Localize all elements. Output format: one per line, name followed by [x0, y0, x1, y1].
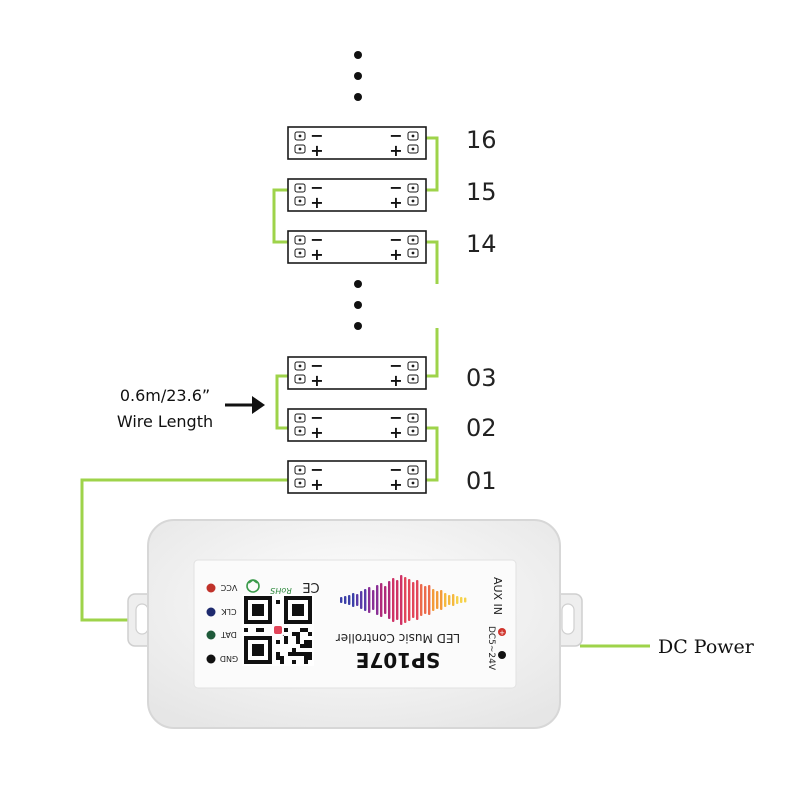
minus-sign: − [310, 408, 323, 427]
minus-sign: − [310, 126, 323, 145]
aux-in-label: AUX IN [491, 577, 504, 615]
plus-sign: + [310, 423, 323, 442]
minus-sign: − [310, 178, 323, 197]
minus-sign: − [389, 356, 402, 375]
led-module-stack: −+−+−+−+−+−+−+−+−+−+−+−+ [287, 126, 427, 494]
plus-sign: + [389, 475, 402, 494]
plus-sign: + [310, 371, 323, 390]
module-number-label: 15 [466, 178, 497, 206]
pin-list: VCC CLK DAT GND [206, 583, 238, 664]
plus-sign: + [389, 371, 402, 390]
svg-text:+: + [499, 629, 505, 637]
minus-sign: − [310, 230, 323, 249]
ce-mark: CE [302, 579, 319, 594]
led-module-03: −+−+ [287, 356, 427, 390]
minus-sign: − [389, 178, 402, 197]
controller-model: SP107E [356, 648, 440, 672]
led-module-15: −+−+ [287, 178, 427, 212]
plus-sign: + [389, 245, 402, 264]
wire-length-line1: 0.6m/23.6” [120, 386, 210, 405]
ellipsis-dots-icon [354, 51, 362, 101]
module-number-label: 14 [466, 230, 497, 258]
minus-sign: − [310, 356, 323, 375]
wire-15-14 [272, 188, 297, 244]
power-positive-dot [498, 628, 506, 636]
module-number-label: 02 [466, 414, 497, 442]
soundwave-icon [340, 575, 467, 625]
minus-sign: − [310, 460, 323, 479]
minus-sign: − [389, 460, 402, 479]
svg-text:CLK: CLK [221, 607, 237, 616]
recycle-icon [246, 579, 260, 593]
module-number-label: 01 [466, 467, 497, 495]
pin-clk: CLK [206, 607, 237, 617]
led-module-01: −+−+ [287, 460, 427, 494]
led-module-16: −+−+ [287, 126, 427, 160]
plus-sign: + [389, 423, 402, 442]
music-controller: VCC CLK DAT GND RoHS CE LED Music Controlle… [127, 519, 583, 729]
wire-01-controller [80, 478, 297, 622]
controller-title: LED Music Controller [336, 631, 460, 645]
plus-sign: + [310, 245, 323, 264]
plus-sign: + [389, 141, 402, 160]
minus-sign: − [389, 408, 402, 427]
module-number-label: 16 [466, 126, 497, 154]
svg-text:GND: GND [220, 654, 238, 663]
pin-dat: DAT [206, 630, 237, 640]
wire-length-note: 0.6m/23.6” Wire Length [117, 386, 265, 431]
led-module-02: −+−+ [287, 408, 427, 442]
voltage-label: DC5~24V [486, 626, 496, 671]
wire-16-15 [419, 136, 439, 192]
plus-sign: + [310, 475, 323, 494]
svg-text:DAT: DAT [221, 630, 237, 639]
led-module-14: −+−+ [287, 230, 427, 264]
module-number-label: 03 [466, 364, 497, 392]
rohs-mark: RoHS [270, 586, 292, 595]
wire-03-02 [275, 374, 297, 430]
qr-code-icon [242, 594, 314, 666]
plus-sign: + [310, 193, 323, 212]
minus-sign: − [389, 126, 402, 145]
ellipsis-dots-icon [354, 280, 362, 330]
svg-text:VCC: VCC [220, 583, 237, 592]
pin-vcc: VCC [206, 583, 237, 593]
wire-02-01 [419, 426, 439, 482]
plus-sign: + [389, 193, 402, 212]
minus-sign: − [389, 230, 402, 249]
power-negative-dot [498, 651, 506, 659]
wire-length-line2: Wire Length [117, 412, 213, 431]
arrow-right-icon [225, 396, 265, 414]
plus-sign: + [310, 141, 323, 160]
dc-power-label: DC Power [658, 636, 755, 658]
pin-gnd: GND [206, 654, 238, 664]
